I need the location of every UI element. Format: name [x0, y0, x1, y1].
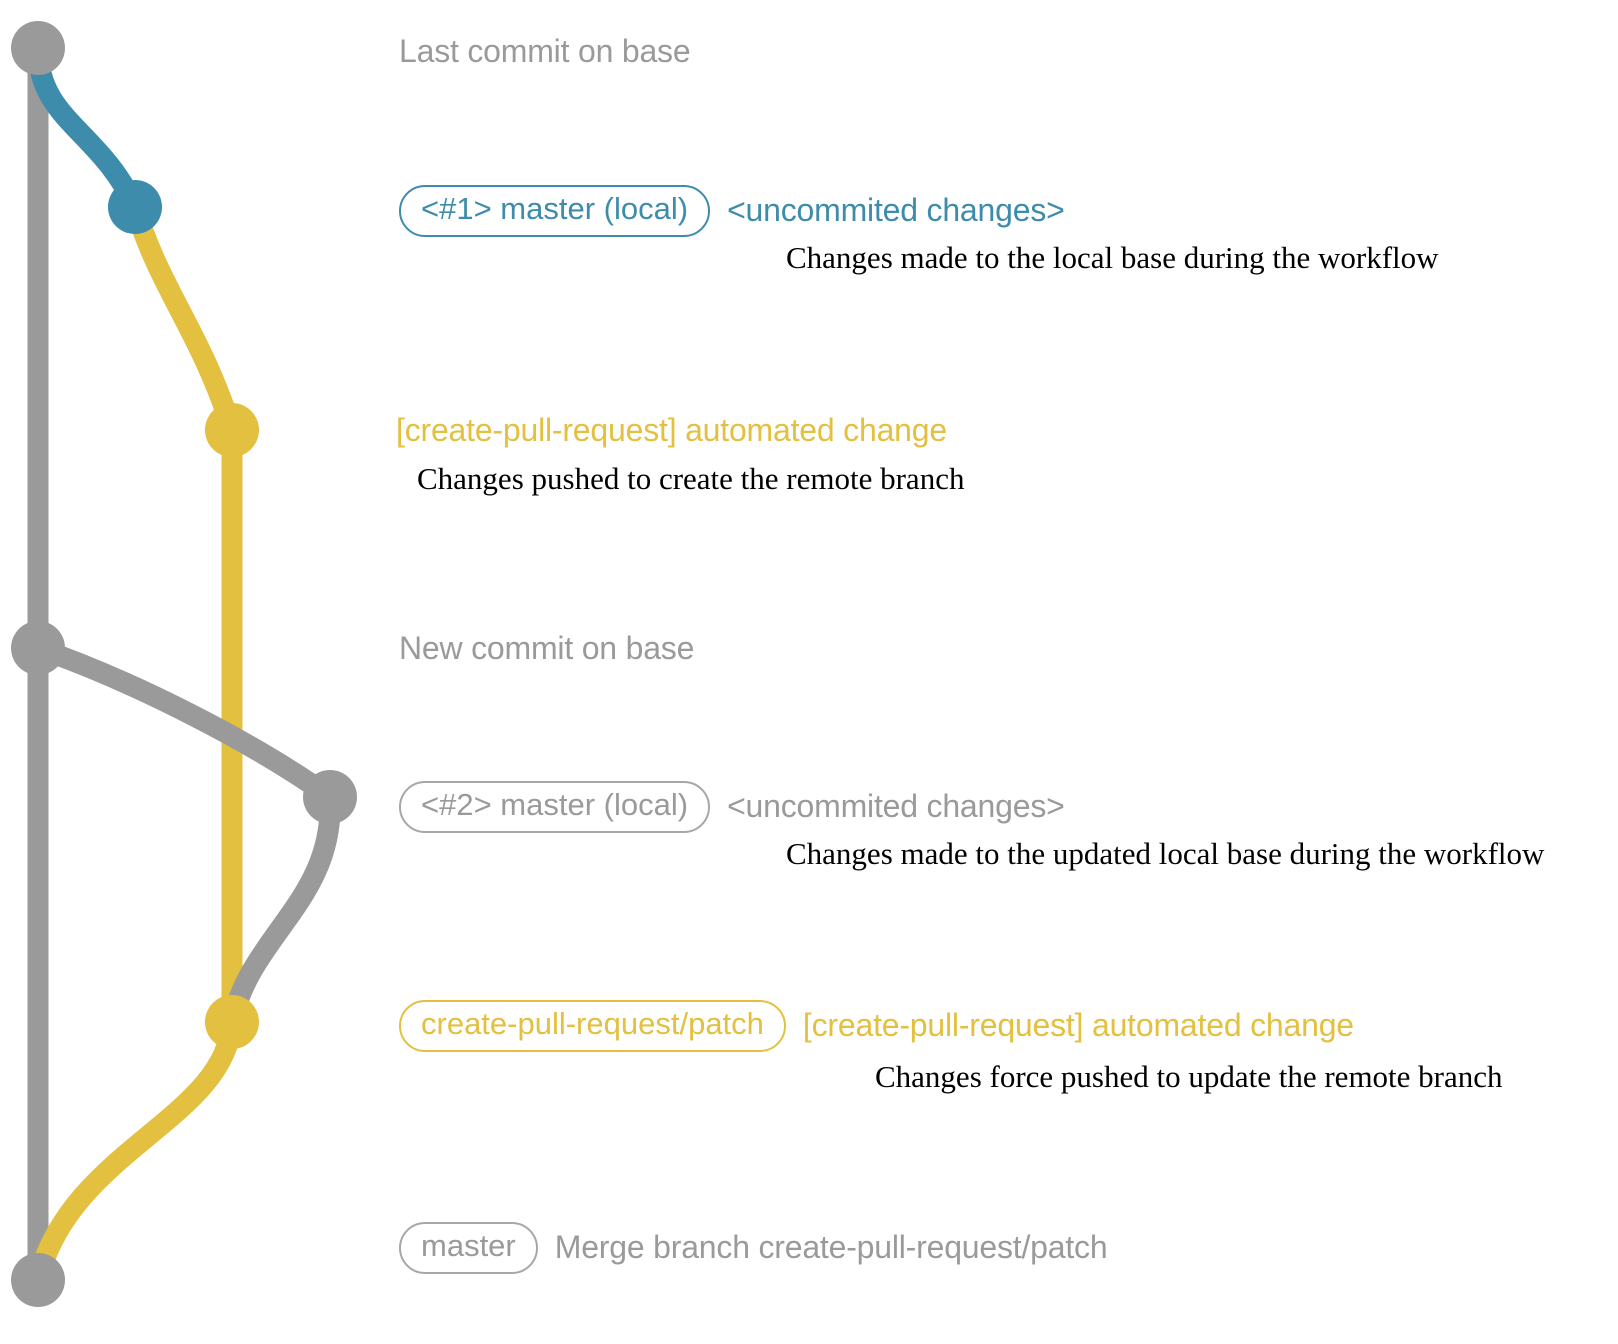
edge-base2-to-local2	[27, 637, 341, 808]
branch-badge-create-pull-request-patch[interactable]: create-pull-request/patch	[399, 1000, 786, 1052]
commit-subject-master-local-1: <uncommited changes>	[727, 192, 1065, 229]
commit-caption-automated-change-1: Changes pushed to create the remote bran…	[417, 461, 965, 496]
commit-node-last-commit-on-base[interactable]	[11, 21, 65, 75]
commit-row-master-local-1: <#1> master (local) <uncommited changes>	[399, 185, 1065, 237]
commit-subject-new-commit-on-base: New commit on base	[399, 630, 695, 666]
commit-row-merge-commit: master Merge branch create-pull-request/…	[399, 1222, 1108, 1274]
commit-caption-automated-change-2: Changes force pushed to update the remot…	[875, 1059, 1503, 1094]
commit-caption-master-local-1: Changes made to the local base during th…	[786, 240, 1439, 275]
commit-subject-automated-change-2: [create-pull-request] automated change	[802, 1007, 1354, 1044]
edge-local2-to-patch2	[221, 786, 341, 1033]
commit-row-automated-change-2: create-pull-request/patch [create-pull-r…	[399, 1000, 1354, 1052]
edge-local1-to-patch1	[124, 196, 243, 441]
commit-node-new-commit-on-base[interactable]	[11, 621, 65, 675]
commit-node-master-local-1[interactable]	[108, 180, 162, 234]
commit-node-automated-change-2[interactable]	[205, 995, 259, 1049]
commit-subject-master-local-2: <uncommited changes>	[727, 788, 1065, 825]
commit-subject-automated-change-1: [create-pull-request] automated change	[396, 412, 947, 448]
commit-caption-master-local-2: Changes made to the updated local base d…	[786, 836, 1545, 871]
commit-node-merge-commit[interactable]	[11, 1253, 65, 1307]
commit-subject-last-commit-on-base: Last commit on base	[399, 33, 691, 69]
commit-node-automated-change-1[interactable]	[205, 403, 259, 457]
commit-subject-merge-commit: Merge branch create-pull-request/patch	[554, 1229, 1108, 1266]
commit-node-master-local-2[interactable]	[303, 770, 357, 824]
branch-badge-master-local-2[interactable]: <#2> master (local)	[399, 781, 711, 833]
commit-row-master-local-2: <#2> master (local) <uncommited changes>	[399, 781, 1065, 833]
edge-patch2-to-merge	[27, 1011, 243, 1291]
branch-badge-master[interactable]: master	[399, 1222, 538, 1274]
branch-badge-master-local-1[interactable]: <#1> master (local)	[399, 185, 711, 237]
